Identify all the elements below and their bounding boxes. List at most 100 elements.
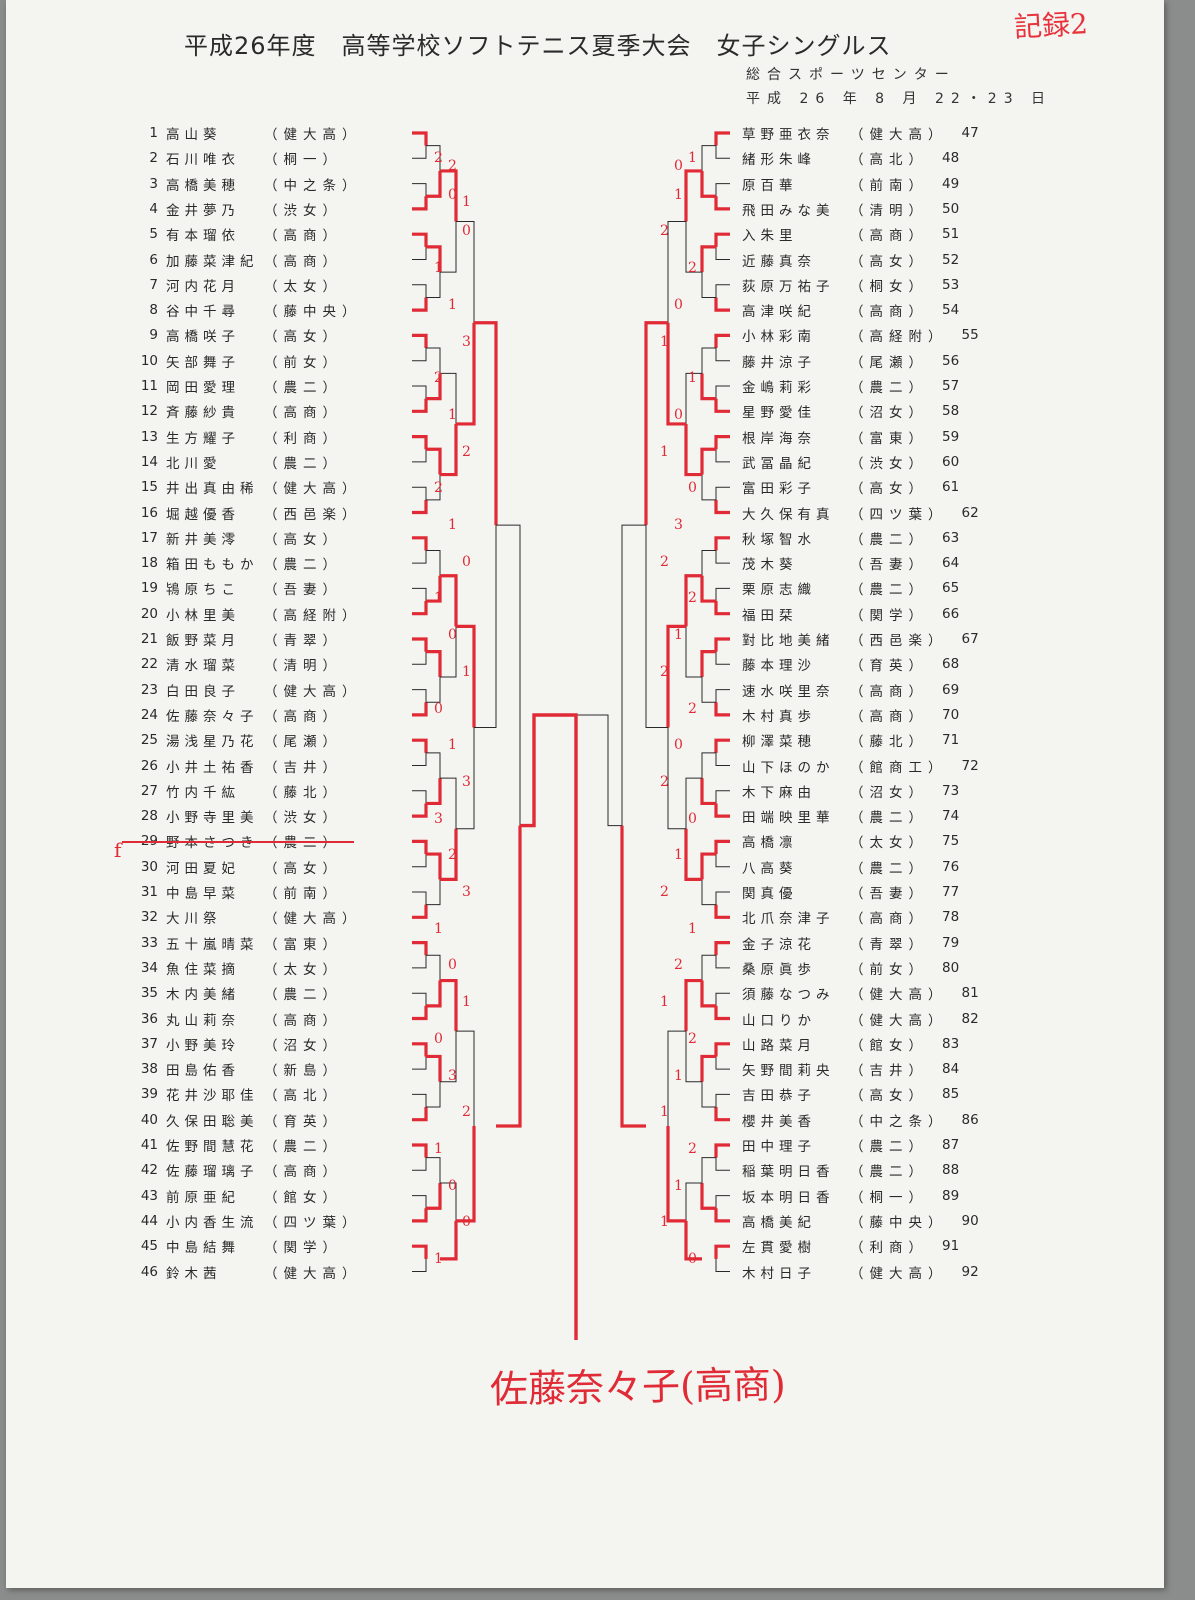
player-number: 23 bbox=[140, 681, 158, 698]
school-name: 健大高 bbox=[283, 481, 342, 498]
player-number: 24 bbox=[140, 706, 158, 723]
school-name: 高商 bbox=[283, 1164, 323, 1181]
player-number: 83 bbox=[942, 1035, 960, 1052]
bracket-line bbox=[715, 233, 730, 260]
score-mark: 2 bbox=[434, 480, 443, 497]
player-number: 16 bbox=[140, 504, 158, 521]
score-mark: 2 bbox=[660, 884, 669, 900]
school-name: 高商 bbox=[869, 708, 909, 725]
player-name: 茂木葵 bbox=[742, 557, 798, 574]
winner-path bbox=[714, 839, 730, 855]
score-mark: 0 bbox=[674, 296, 683, 313]
score-mark: 1 bbox=[674, 186, 683, 203]
player-name: 櫻井美香 bbox=[742, 1113, 816, 1130]
school-name: 健大高 bbox=[869, 127, 928, 143]
player-name: 田中理子 bbox=[742, 1139, 816, 1155]
player-name: 野本さつき bbox=[166, 835, 259, 852]
score-mark: 2 bbox=[448, 847, 457, 864]
player-row: 木村真歩（高商）70 bbox=[742, 703, 968, 727]
player-number: 38 bbox=[140, 1061, 158, 1078]
player-row: 田端映里華（農二）74 bbox=[742, 804, 968, 828]
winner-path bbox=[700, 980, 716, 1008]
score-mark: 3 bbox=[448, 1067, 457, 1084]
player-name: 藤井涼子 bbox=[742, 354, 816, 371]
winner-path bbox=[714, 435, 730, 450]
player-name: 金嶋莉彩 bbox=[742, 380, 816, 396]
player-name: 山下ほのか bbox=[742, 759, 835, 776]
player-name: 北爪奈津子 bbox=[742, 911, 835, 928]
player-name: 中島結舞 bbox=[166, 1240, 240, 1257]
player-row: 荻原万祐子（桐女）53 bbox=[742, 273, 968, 297]
winner-path bbox=[714, 232, 730, 247]
bracket-line bbox=[456, 221, 475, 425]
player-name: 須藤なつみ bbox=[742, 987, 835, 1004]
player-school: （農二） bbox=[850, 1139, 928, 1155]
player-school: （高商） bbox=[264, 405, 342, 422]
player-school: （中之条） bbox=[264, 177, 362, 194]
player-name: 八高葵 bbox=[742, 860, 798, 877]
score-mark: 1 bbox=[448, 296, 457, 313]
bracket-line bbox=[426, 853, 441, 906]
school-name: 尾瀬 bbox=[283, 734, 323, 751]
school-name: 渋女 bbox=[869, 455, 909, 472]
school-name: 高商 bbox=[869, 228, 909, 245]
school-name: 高商 bbox=[869, 304, 909, 321]
bracket-line bbox=[667, 221, 686, 425]
school-name: 高商 bbox=[283, 708, 323, 725]
player-school: （沼女） bbox=[850, 405, 928, 422]
player-row: 大久保有真（四ツ葉）62 bbox=[742, 501, 988, 525]
score-mark: 1 bbox=[674, 1067, 683, 1084]
school-name: 館商工 bbox=[869, 759, 928, 776]
bracket-line bbox=[701, 1055, 716, 1108]
winner-path bbox=[684, 574, 702, 627]
school-name: 太女 bbox=[283, 278, 323, 295]
score-mark: 0 bbox=[462, 1214, 471, 1231]
player-row: 稲葉明日香（農二）88 bbox=[742, 1158, 968, 1182]
school-name: 農二 bbox=[283, 380, 323, 396]
player-school: （尾瀬） bbox=[264, 734, 342, 751]
player-number: 65 bbox=[942, 580, 960, 597]
player-school: （高女） bbox=[264, 860, 342, 877]
player-name: 久保田聡美 bbox=[166, 1113, 259, 1130]
player-name: 堀越優香 bbox=[166, 506, 240, 523]
player-number: 42 bbox=[140, 1162, 158, 1179]
player-number: 9 bbox=[149, 327, 158, 344]
player-number: 70 bbox=[942, 706, 960, 723]
player-name: 高橋美紀 bbox=[742, 1214, 816, 1231]
player-school: （高女） bbox=[850, 253, 928, 270]
player-name: 生方耀子 bbox=[166, 430, 240, 447]
bracket-lines bbox=[412, 131, 730, 1340]
bracket-line bbox=[715, 1245, 730, 1272]
winner-path bbox=[440, 169, 458, 222]
player-school: （高商） bbox=[850, 683, 928, 700]
winner-path bbox=[426, 852, 442, 880]
player-name: 新井美澪 bbox=[166, 531, 240, 548]
player-number: 72 bbox=[961, 757, 979, 774]
player-number: 35 bbox=[140, 985, 158, 1002]
score-mark: 0 bbox=[448, 1177, 457, 1194]
bracket-line bbox=[426, 752, 441, 804]
school-name: 農二 bbox=[869, 380, 909, 396]
player-number: 45 bbox=[140, 1238, 158, 1255]
player-school: （中之条） bbox=[850, 1113, 948, 1130]
bracket-line bbox=[715, 992, 730, 1019]
player-number: 28 bbox=[140, 808, 158, 825]
winner-path bbox=[412, 1143, 428, 1158]
player-school: （渋女） bbox=[264, 202, 342, 219]
score-mark: 1 bbox=[448, 737, 457, 754]
school-name: 農二 bbox=[869, 531, 909, 548]
player-number: 13 bbox=[140, 428, 158, 445]
player-number: 60 bbox=[942, 453, 960, 470]
player-number: 6 bbox=[149, 251, 158, 268]
winner-path bbox=[714, 738, 730, 753]
player-row: 速水咲里奈（高商）69 bbox=[742, 678, 968, 702]
player-name: 藤本理沙 bbox=[742, 658, 816, 675]
